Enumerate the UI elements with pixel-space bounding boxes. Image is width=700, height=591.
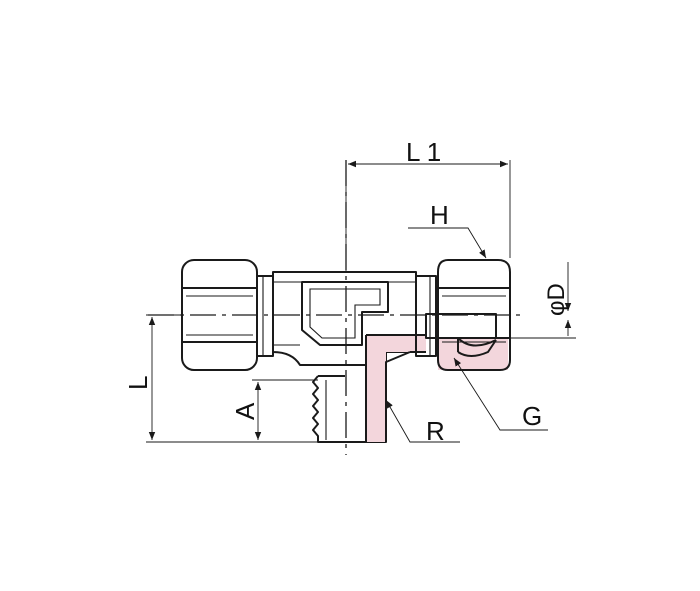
label-phiD: φD (543, 283, 570, 316)
left-neck (256, 275, 274, 357)
tube-sleeve (425, 313, 497, 357)
label-L: L (123, 376, 153, 390)
right-neck (415, 275, 437, 357)
label-L1: L 1 (406, 137, 441, 167)
dimension-G-leader (453, 357, 548, 431)
label-R: R (426, 416, 445, 446)
male-thread (312, 375, 387, 443)
dimension-H-leader (408, 227, 487, 259)
dimension-phiD (510, 262, 576, 339)
label-H: H (430, 200, 449, 230)
label-G: G (522, 401, 542, 431)
dimension-L (146, 314, 318, 443)
label-A: A (230, 402, 260, 420)
dimension-L1 (345, 160, 511, 272)
dimension-R-leader (385, 399, 460, 443)
dimension-A (252, 379, 318, 440)
